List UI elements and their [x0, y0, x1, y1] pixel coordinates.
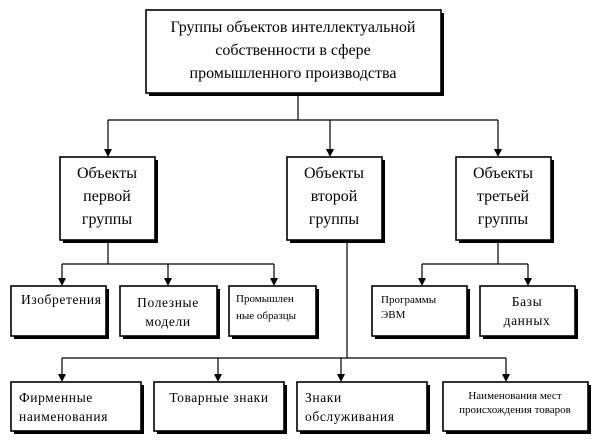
- group-second-node: Объекты второй группы: [286, 156, 385, 243]
- arrowhead-programs: [418, 278, 426, 286]
- arrowhead-trademarks: [214, 374, 222, 382]
- leaf-programs-node: Программы ЭВМ: [371, 285, 470, 339]
- arrowhead-first: [104, 149, 112, 157]
- leaf-service-marks-node: Знаки обслуживания: [296, 381, 430, 434]
- leaf-programs-line-2: ЭВМ: [381, 309, 406, 321]
- leaf-databases-line-1: Базы: [512, 294, 543, 309]
- group-third-line-2: третьей: [477, 188, 530, 205]
- root-line-2: собственности в сфере: [215, 42, 371, 59]
- leaf-utility-node: Полезные модели: [119, 285, 220, 339]
- leaf-utility-line-1: Полезные: [137, 295, 199, 310]
- group-second-line-3: группы: [309, 211, 359, 228]
- leaf-trademarks-node: Товарные знаки: [153, 381, 287, 434]
- root-node: Группы объектов интеллектуальной собстве…: [145, 9, 444, 96]
- leaf-firm-names-line-1: Фирменные: [19, 390, 93, 405]
- leaf-databases-node: Базы данных: [479, 285, 578, 339]
- arrowhead-databases: [524, 278, 532, 286]
- leaf-programs-line-1: Программы: [381, 294, 437, 306]
- leaf-industrial-node: Промышлен ные образцы: [228, 285, 319, 339]
- arrowheads: [58, 149, 532, 382]
- leaf-industrial-line-1: Промышлен: [236, 293, 294, 305]
- group-third-line-1: Объекты: [473, 165, 533, 182]
- leaf-service-marks-line-2: обслуживания: [305, 409, 395, 424]
- leaf-origin-names-line-2: происхождения товаров: [459, 404, 571, 416]
- group-third-node: Объекты третьей группы: [455, 156, 554, 243]
- leaf-origin-names-node: Наименования мест происхождения товаров: [442, 381, 591, 434]
- root-line-3: промышленного производства: [190, 65, 397, 82]
- leaf-inventions-node: Изобретения: [10, 285, 109, 339]
- arrowhead-utility: [164, 278, 172, 286]
- group-second-line-2: второй: [311, 188, 358, 205]
- leaf-service-marks-line-1: Знаки: [305, 390, 342, 405]
- leaf-utility-line-2: модели: [145, 314, 190, 329]
- group-second-line-1: Объекты: [304, 165, 364, 182]
- arrowhead-service-marks: [337, 374, 345, 382]
- group-first-line-2: первой: [83, 188, 131, 205]
- leaf-industrial-line-2: ные образцы: [236, 310, 297, 322]
- connectors: [61, 95, 529, 374]
- arrowhead-third: [494, 149, 502, 157]
- arrowhead-firm-names: [58, 374, 66, 382]
- group-third-line-3: группы: [478, 211, 528, 228]
- arrowhead-industrial: [270, 278, 278, 286]
- group-first-line-3: группы: [82, 211, 132, 228]
- leaf-databases-line-2: данных: [504, 313, 551, 328]
- arrowhead-second: [326, 149, 334, 157]
- leaf-inventions-line-1: Изобретения: [21, 292, 102, 307]
- leaf-origin-names-line-1: Наименования мест: [468, 390, 561, 402]
- arrowhead-origin-names: [502, 374, 510, 382]
- leaf-firm-names-line-2: наименования: [19, 409, 108, 424]
- root-line-1: Группы объектов интеллектуальной: [171, 19, 416, 36]
- group-first-node: Объекты первой группы: [59, 156, 158, 243]
- arrowhead-inventions: [58, 278, 66, 286]
- leaf-trademarks-line-1: Товарные знаки: [169, 390, 268, 405]
- leaf-firm-names-node: Фирменные наименования: [10, 381, 144, 434]
- group-first-line-1: Объекты: [77, 165, 137, 182]
